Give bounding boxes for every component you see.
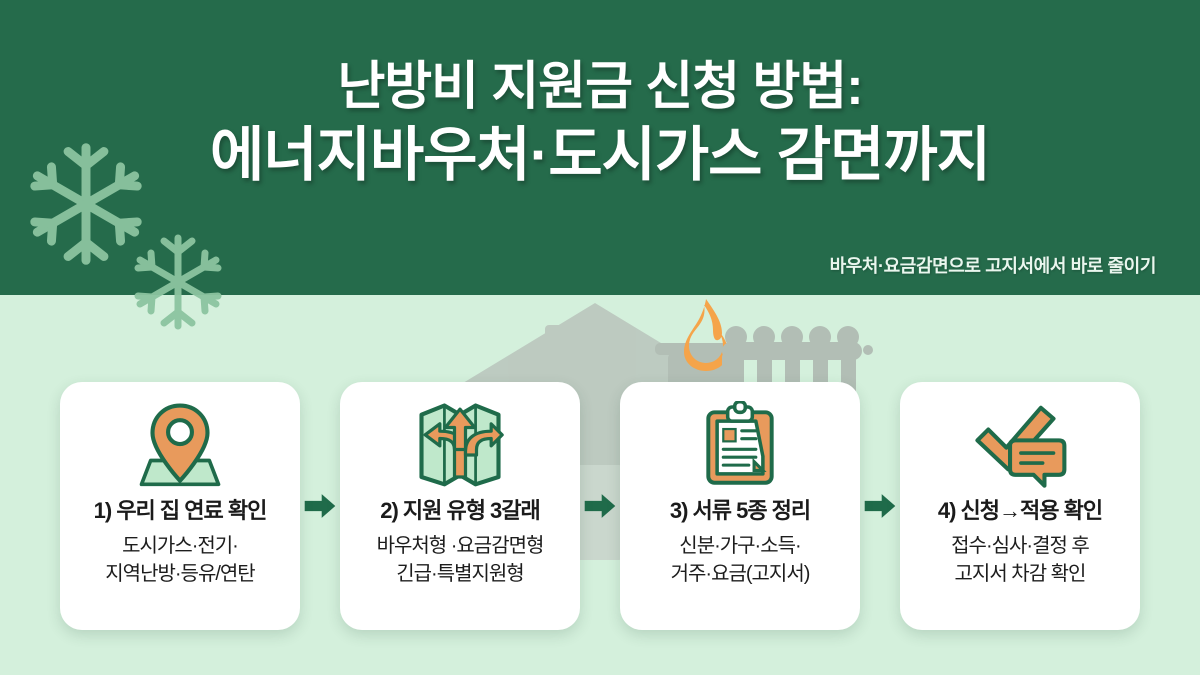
step-card-3[interactable]: 3) 서류 5종 정리 신분·가구·소득· 거주·요금(고지서) (620, 382, 860, 630)
step-title: 4) 신청→적용 확인 (937, 498, 1103, 523)
step-description-line-2: 거주·요금(고지서) (670, 562, 811, 585)
folded-map-arrows-icon (412, 398, 508, 490)
map-pin-svg (139, 403, 221, 487)
step-connector-3 (860, 382, 900, 630)
step-description: 접수·심사·결정 후 고지서 차감 확인 (951, 533, 1090, 588)
step-description: 바우처형 ·요금감면형 긴급·특별지원형 (376, 533, 545, 588)
map-pin-icon (132, 398, 228, 490)
flame-icon (684, 299, 728, 371)
step-description-line-2: 고지서 차감 확인 (954, 562, 1087, 585)
step-description-line-1: 바우처형 ·요금감면형 (376, 535, 545, 558)
step-description-line-1: 도시가스·전기· (122, 535, 239, 558)
step-card-4[interactable]: 4) 신청→적용 확인 접수·심사·결정 후 고지서 차감 확인 (900, 382, 1140, 630)
step-card-1[interactable]: 1) 우리 집 연료 확인 도시가스·전기· 지역난방·등유/연탄 (60, 382, 300, 630)
arrow-right-icon (584, 494, 616, 518)
step-description: 도시가스·전기· 지역난방·등유/연탄 (105, 533, 255, 588)
check-speech-bubble-icon (972, 398, 1068, 490)
title-line-secondary: 에너지바우처·도시가스 감면까지 (210, 122, 991, 189)
folded-map-svg (419, 403, 504, 487)
arrow-right-icon (864, 494, 896, 518)
step-description: 신분·가구·소득· 거주·요금(고지서) (670, 533, 811, 588)
header-background (0, 0, 1200, 295)
steps-row: 1) 우리 집 연료 확인 도시가스·전기· 지역난방·등유/연탄 (0, 382, 1200, 632)
arrow-right-icon (304, 494, 336, 518)
step-card-2[interactable]: 2) 지원 유형 3갈래 바우처형 ·요금감면형 긴급·특별지원형 (340, 382, 580, 630)
title-line-primary: 난방비 지원금 신청 방법: (337, 58, 863, 116)
check-bubble-svg (975, 405, 1067, 488)
step-connector-1 (300, 382, 340, 630)
step-title: 3) 서류 5종 정리 (669, 498, 811, 523)
step-description-line-1: 접수·심사·결정 후 (951, 535, 1090, 558)
subtitle: 바우처·요금감면으로 고지서에서 바로 줄이기 (829, 256, 1157, 276)
page-title: 난방비 지원금 신청 방법: 에너지바우처·도시가스 감면까지 (0, 58, 1200, 188)
step-title: 1) 우리 집 연료 확인 (93, 498, 268, 523)
clipboard-document-icon (692, 398, 788, 490)
step-description-line-2: 지역난방·등유/연탄 (105, 562, 255, 585)
step-description-line-2: 긴급·특별지원형 (396, 562, 524, 585)
step-title: 2) 지원 유형 3갈래 (380, 498, 541, 523)
header-banner: 난방비 지원금 신청 방법: 에너지바우처·도시가스 감면까지 바우처·요금감면… (0, 0, 1200, 330)
step-description-line-1: 신분·가구·소득· (679, 535, 801, 558)
clipboard-svg (706, 401, 774, 485)
step-connector-2 (580, 382, 620, 630)
